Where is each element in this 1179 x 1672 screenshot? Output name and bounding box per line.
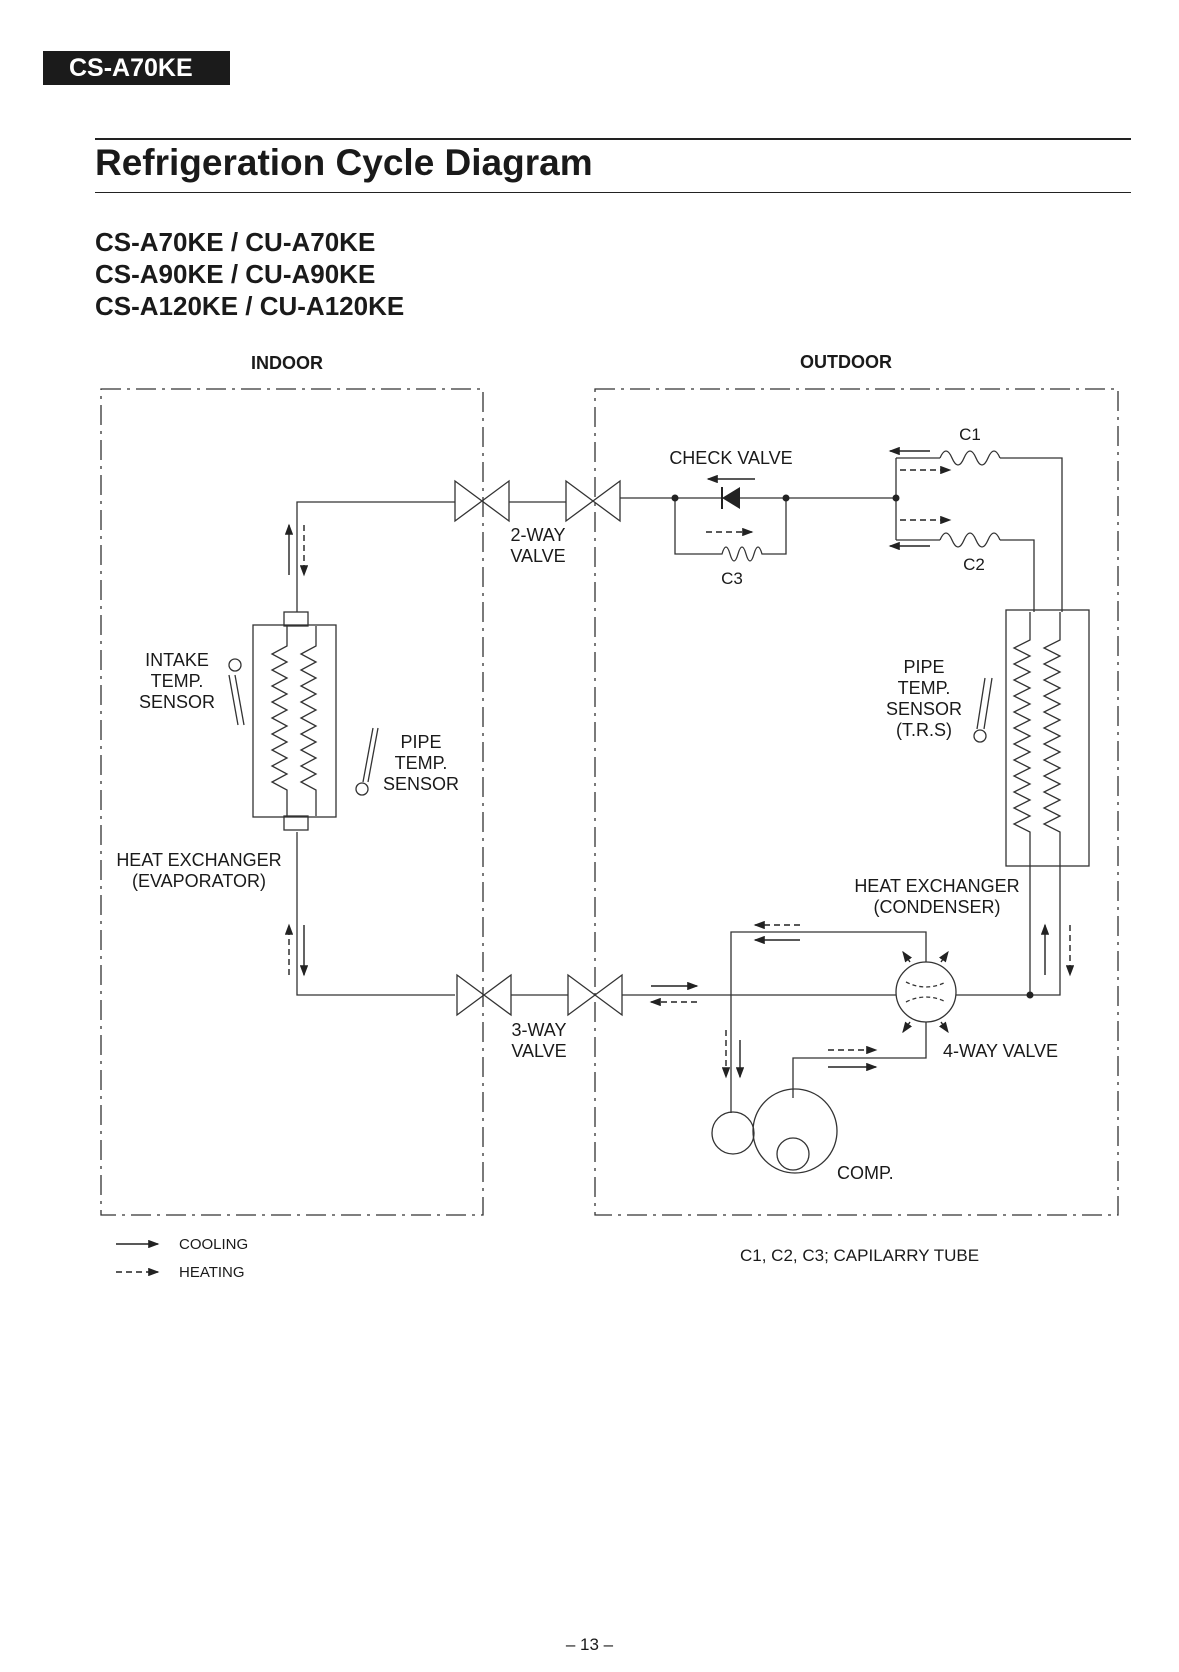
outdoor-unit-boundary bbox=[594, 388, 1119, 1216]
intake-temp-sensor bbox=[228, 658, 245, 726]
check-valve-symbol bbox=[721, 487, 740, 509]
legend-heating-label: HEATING bbox=[179, 1264, 245, 1281]
three-way-valve-outdoor-side bbox=[567, 973, 623, 1017]
outdoor-pipe-temp-sensor bbox=[973, 677, 993, 743]
indoor-piping bbox=[296, 501, 455, 996]
evaporator-coil bbox=[252, 611, 337, 831]
svg-text:VALVE: VALVE bbox=[511, 1041, 566, 1061]
model-list: CS-A70KE / CU-A70KE CS-A90KE / CU-A90KE … bbox=[95, 226, 404, 322]
indoor-unit-boundary bbox=[100, 388, 484, 1216]
outdoor-pipe-sensor-label: PIPE TEMP. SENSOR (T.R.S) bbox=[886, 657, 962, 740]
svg-text:PIPE: PIPE bbox=[903, 657, 944, 677]
svg-text:(CONDENSER): (CONDENSER) bbox=[873, 897, 1000, 917]
legend: COOLING HEATING bbox=[116, 1236, 248, 1281]
svg-text:2-WAY: 2-WAY bbox=[510, 525, 565, 545]
svg-text:3-WAY: 3-WAY bbox=[511, 1020, 566, 1040]
model-line: CS-A90KE / CU-A90KE bbox=[95, 259, 376, 289]
evaporator-label: HEAT EXCHANGER (EVAPORATOR) bbox=[116, 850, 281, 891]
svg-text:SENSOR: SENSOR bbox=[139, 692, 215, 712]
c1-capillary-coil bbox=[939, 450, 1001, 466]
condenser-label: HEAT EXCHANGER (CONDENSER) bbox=[854, 876, 1019, 917]
svg-text:(EVAPORATOR): (EVAPORATOR) bbox=[132, 871, 266, 891]
svg-text:TEMP.: TEMP. bbox=[151, 671, 204, 691]
model-tag: CS-A70KE bbox=[43, 51, 230, 85]
page-number: – 13 – bbox=[565, 1635, 614, 1654]
four-way-valve bbox=[895, 961, 957, 1023]
two-way-valve-label: 2-WAY VALVE bbox=[510, 525, 565, 566]
svg-text:TEMP.: TEMP. bbox=[898, 678, 951, 698]
svg-text:VALVE: VALVE bbox=[510, 546, 565, 566]
outdoor-label: OUTDOOR bbox=[800, 352, 892, 372]
c3-capillary-coil bbox=[718, 546, 768, 562]
svg-text:HEAT EXCHANGER: HEAT EXCHANGER bbox=[854, 876, 1019, 896]
c1-label: C1 bbox=[959, 425, 981, 444]
title-rule-top bbox=[95, 138, 1131, 140]
legend-cooling-label: COOLING bbox=[179, 1236, 248, 1253]
condenser-coil bbox=[1005, 609, 1090, 867]
two-way-valve-indoor-side bbox=[454, 479, 510, 523]
indoor-pipe-sensor-label: PIPE TEMP. SENSOR bbox=[383, 732, 459, 794]
c2-capillary-coil bbox=[939, 532, 1001, 548]
junction-dots bbox=[671, 494, 1034, 999]
title-rule-bottom bbox=[95, 192, 1131, 193]
intake-sensor-label: INTAKE TEMP. SENSOR bbox=[139, 650, 215, 712]
three-way-valve-indoor-side bbox=[456, 973, 512, 1017]
svg-text:HEAT EXCHANGER: HEAT EXCHANGER bbox=[116, 850, 281, 870]
svg-text:SENSOR: SENSOR bbox=[383, 774, 459, 794]
svg-text:TEMP.: TEMP. bbox=[395, 753, 448, 773]
compressor bbox=[752, 1088, 838, 1174]
svg-text:INTAKE: INTAKE bbox=[145, 650, 209, 670]
check-valve-label: CHECK VALVE bbox=[669, 448, 792, 468]
compressor-label: COMP. bbox=[837, 1163, 894, 1183]
indoor-label: INDOOR bbox=[251, 353, 323, 373]
indoor-pipe-temp-sensor bbox=[355, 727, 379, 796]
svg-text:SENSOR: SENSOR bbox=[886, 699, 962, 719]
svg-text:PIPE: PIPE bbox=[400, 732, 441, 752]
two-way-valve-outdoor-side bbox=[565, 479, 621, 523]
capillary-note: C1, C2, C3; CAPILARRY TUBE bbox=[740, 1246, 979, 1265]
page-title: Refrigeration Cycle Diagram bbox=[95, 142, 593, 183]
four-way-valve-label: 4-WAY VALVE bbox=[943, 1041, 1058, 1061]
flow-arrows bbox=[284, 446, 1075, 1079]
accumulator bbox=[711, 1111, 755, 1155]
svg-text:(T.R.S): (T.R.S) bbox=[896, 720, 952, 740]
c3-label: C3 bbox=[721, 569, 743, 588]
model-line: CS-A120KE / CU-A120KE bbox=[95, 291, 405, 321]
c2-label: C2 bbox=[963, 555, 985, 574]
model-line: CS-A70KE / CU-A70KE bbox=[95, 227, 376, 257]
three-way-valve-label: 3-WAY VALVE bbox=[511, 1020, 566, 1061]
